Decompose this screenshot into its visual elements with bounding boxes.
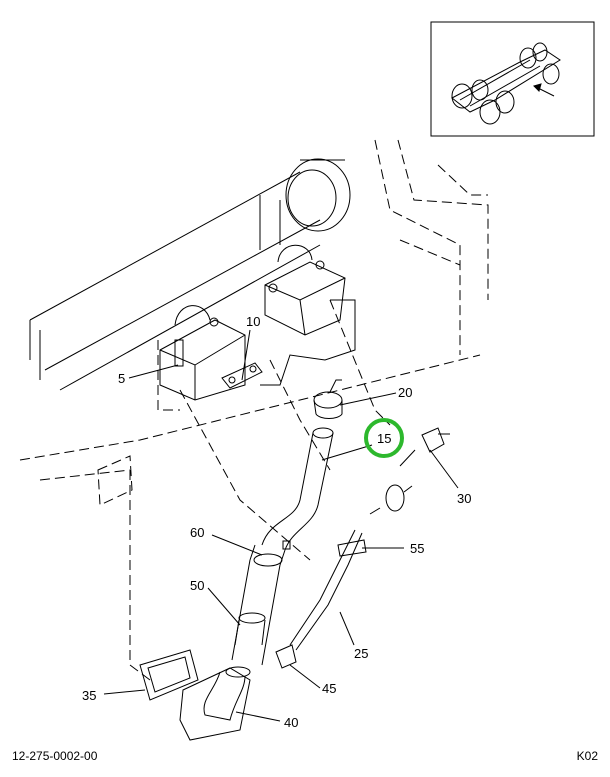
sensor-30 [369, 427, 450, 515]
callout-40: 40 [284, 715, 298, 730]
inset-vehicle-view [430, 21, 595, 137]
frame-outline [19, 139, 489, 681]
engine-cylinders [29, 158, 351, 391]
document-number: 12-275-0002-00 [12, 749, 98, 763]
hose-60 [249, 540, 291, 567]
callout-60: 60 [190, 525, 204, 540]
callout-45: 45 [322, 681, 336, 696]
callout-55: 55 [410, 541, 424, 556]
callout-15: 15 [377, 431, 391, 446]
callout-10: 10 [246, 314, 260, 329]
dipstick-tube-25 [289, 529, 363, 651]
gasket-35 [139, 649, 199, 701]
filler-cap-20 [313, 379, 343, 419]
mount-bracket-left [159, 305, 246, 401]
fitting-45 [275, 644, 297, 669]
callout-50: 50 [190, 578, 204, 593]
callout-5: 5 [118, 371, 125, 386]
callout-35: 35 [82, 688, 96, 703]
highlight-ring [364, 418, 404, 458]
elbow-40 [179, 666, 251, 741]
clip-55 [337, 539, 367, 557]
strap-10 [221, 362, 263, 389]
sheet-code: K02 [576, 749, 598, 763]
callout-30: 30 [457, 491, 471, 506]
leader-lines [103, 329, 459, 722]
callout-20: 20 [398, 385, 412, 400]
access-panel [97, 455, 133, 506]
callout-25: 25 [354, 646, 368, 661]
tube-50 [231, 559, 281, 666]
filler-tube-15 [261, 427, 334, 551]
mount-bracket-right [260, 244, 356, 386]
